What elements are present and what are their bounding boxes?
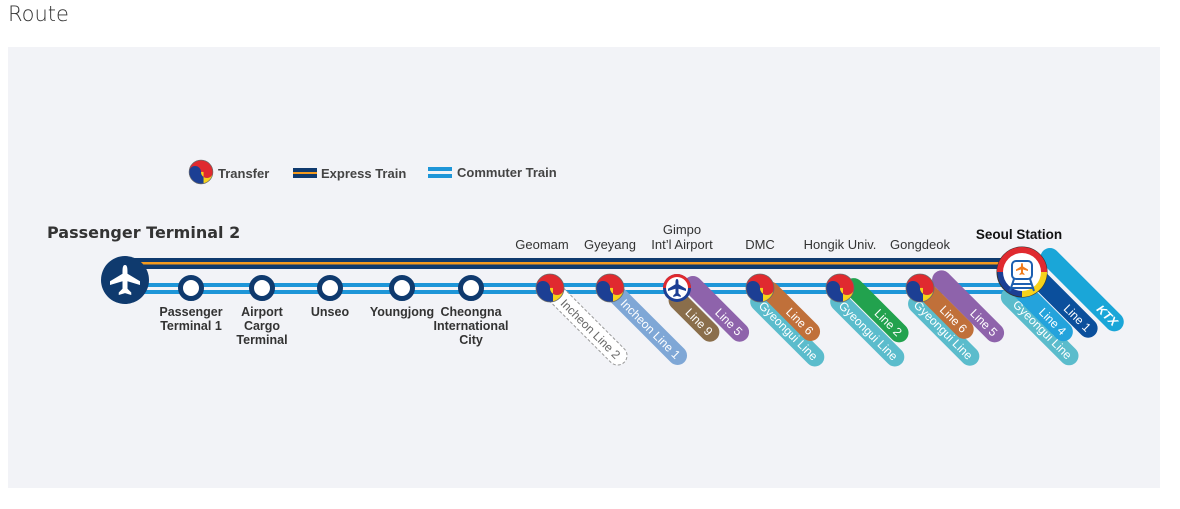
legend-express: Express Train xyxy=(321,166,406,181)
commuter-swatch-icon xyxy=(428,167,452,178)
transfer-icon xyxy=(188,159,214,185)
transfer-icon xyxy=(905,273,935,303)
station[interactable]: Unseo xyxy=(311,275,350,320)
transfer-station[interactable]: Gyeyang xyxy=(584,237,636,303)
transfer-station[interactable]: Geomam xyxy=(515,237,569,303)
transfer-station[interactable]: Hongik Univ. xyxy=(804,237,877,303)
line-label: Incheon Line 2 xyxy=(558,296,624,362)
station-name: International xyxy=(433,319,508,333)
legend: Transfer Express Train Commuter Train xyxy=(188,159,557,185)
station-name: City xyxy=(459,333,483,347)
station-marker xyxy=(317,275,343,301)
transfer-icon xyxy=(595,273,625,303)
transfer-station-name: Hongik Univ. xyxy=(804,237,877,252)
station-name: Terminal xyxy=(236,333,287,347)
commuter-line xyxy=(125,283,1015,294)
station-name: Youngjong xyxy=(370,305,434,319)
station[interactable]: Youngjong xyxy=(370,275,434,320)
transfer-station-name: Gimpo xyxy=(663,222,701,237)
express-line xyxy=(125,258,1025,269)
legend-transfer: Transfer xyxy=(218,166,269,181)
terminus-name: Seoul Station xyxy=(976,227,1062,242)
transfer-station-name: Geomam xyxy=(515,237,568,252)
train-airplane-icon xyxy=(1009,260,1035,292)
station-marker xyxy=(389,275,415,301)
seoul-station[interactable] xyxy=(996,246,1048,298)
legend-commuter: Commuter Train xyxy=(457,165,557,180)
page-title: Route xyxy=(8,2,69,26)
express-swatch-icon xyxy=(293,168,317,178)
station-marker xyxy=(178,275,204,301)
origin-name: Passenger Terminal 2 xyxy=(47,223,240,242)
station-name: Cheongna xyxy=(440,305,502,319)
transfer-station-name: Gongdeok xyxy=(890,237,950,252)
station-marker xyxy=(458,275,484,301)
transfer-icon xyxy=(535,273,565,303)
station-marker xyxy=(249,275,275,301)
station-name: Cargo xyxy=(244,319,280,333)
station-name: Terminal 1 xyxy=(160,319,222,333)
transfer-station[interactable]: Gongdeok xyxy=(890,237,950,303)
transfer-station-name: Gyeyang xyxy=(584,237,636,252)
transfer-station[interactable]: DMC xyxy=(745,237,775,303)
transfer-icon xyxy=(825,273,855,303)
origin-station[interactable] xyxy=(101,256,149,304)
transfer-station-name: DMC xyxy=(745,237,775,252)
station-name: Airport xyxy=(241,305,284,319)
station-name: Passenger xyxy=(159,305,222,319)
station-name: Unseo xyxy=(311,305,350,319)
transfer-icon xyxy=(745,273,775,303)
transfer-station-name: Int’l Airport xyxy=(651,237,713,252)
